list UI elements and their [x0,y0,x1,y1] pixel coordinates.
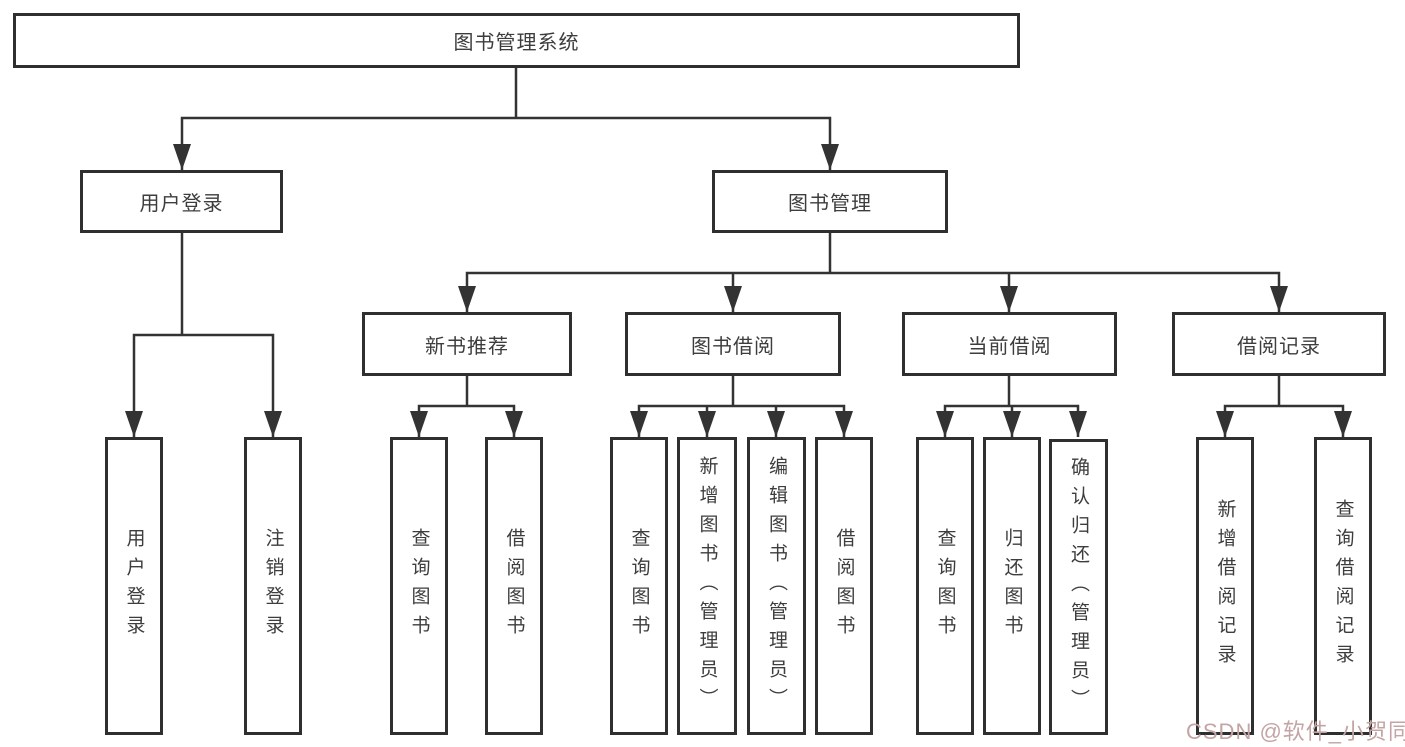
node-new-book-recommend-label: 新书推荐 [425,335,509,358]
node-new-book-recommend: 新书推荐 [362,312,572,376]
node-root-system: 图书管理系统 [13,13,1020,68]
leaf-query-books-borrowing-label: 查询图书 [628,528,650,644]
leaf-query-books-borrowing: 查询图书 [610,437,668,735]
node-book-management-label: 图书管理 [788,193,872,215]
leaf-add-books-admin-label: 新增图书（管理员） [696,455,718,717]
leaf-logout-label: 注销登录 [262,528,284,644]
connector-paths [132,68,1345,437]
leaf-query-books-recommend: 查询图书 [390,437,448,735]
leaf-query-borrow-record: 查询借阅记录 [1314,437,1372,735]
leaf-query-books-current: 查询图书 [916,437,974,735]
leaf-edit-books-admin-label: 编辑图书（管理员） [766,455,787,717]
leaf-user-login: 用户登录 [105,437,163,735]
leaf-logout: 注销登录 [244,437,302,735]
leaf-return-books: 归还图书 [983,437,1041,735]
leaf-user-login-label: 用户登录 [123,528,145,644]
node-book-management: 图书管理 [712,170,948,233]
leaf-add-borrow-record-label: 新增借阅记录 [1214,499,1236,673]
arrowheads [125,144,1352,437]
node-current-borrowing: 当前借阅 [902,312,1117,376]
leaf-edit-books-admin: 编辑图书（管理员） [747,437,806,735]
leaf-query-books-recommend-label: 查询图书 [408,528,430,644]
leaf-return-books-label: 归还图书 [1001,528,1023,644]
node-book-borrowing-label: 图书借阅 [691,335,775,358]
node-root-label: 图书管理系统 [453,32,580,54]
node-user-login-label: 用户登录 [139,193,224,215]
leaf-confirm-return-admin: 确认归还（管理员） [1049,439,1108,735]
leaf-query-books-current-label: 查询图书 [934,528,956,644]
leaf-borrow-books: 借阅图书 [815,437,873,735]
node-borrow-records-label: 借阅记录 [1237,335,1321,358]
leaf-query-borrow-record-label: 查询借阅记录 [1332,499,1354,673]
leaf-add-books-admin: 新增图书（管理员） [677,437,737,735]
node-current-borrowing-label: 当前借阅 [967,335,1052,358]
leaf-add-borrow-record: 新增借阅记录 [1196,437,1254,735]
leaf-borrow-books-recommend: 借阅图书 [485,437,543,735]
node-book-borrowing: 图书借阅 [625,312,841,376]
leaf-confirm-return-admin-label: 确认归还（管理员） [1068,456,1089,718]
node-borrow-records: 借阅记录 [1172,312,1386,376]
leaf-borrow-books-label: 借阅图书 [833,528,855,644]
node-user-login: 用户登录 [80,170,283,233]
csdn-watermark: CSDN @软件_小贺同学 [1186,719,1405,744]
leaf-borrow-books-recommend-label: 借阅图书 [503,528,525,644]
